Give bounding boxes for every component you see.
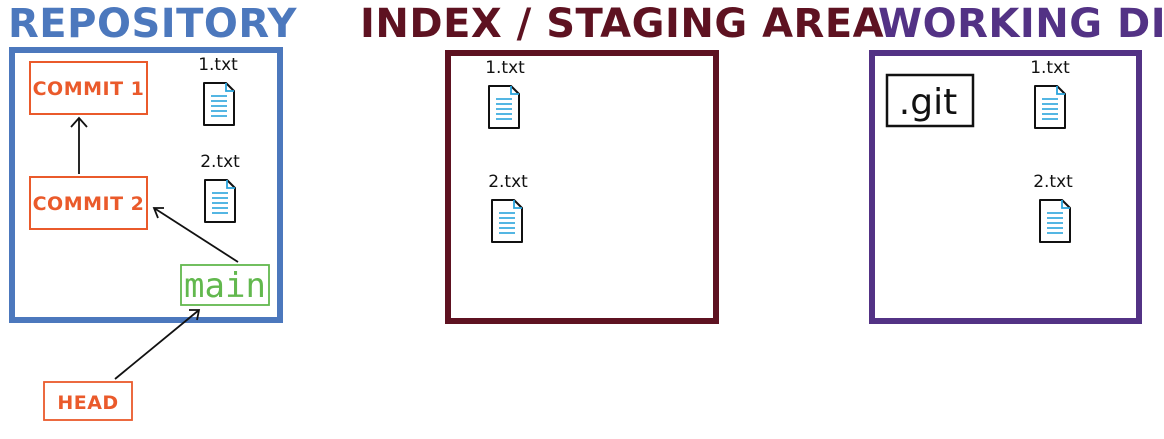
git-folder-label: .git xyxy=(899,82,957,123)
commit-2-box xyxy=(29,176,148,230)
working-dir-file-1-icon xyxy=(1034,85,1066,129)
commit-2-label: COMMIT 2 xyxy=(33,193,145,215)
working-dir-file-2-label: 2.txt xyxy=(1033,172,1073,192)
head-label: HEAD xyxy=(57,392,118,414)
main-branch-box xyxy=(180,264,270,306)
head-box xyxy=(43,381,133,421)
working-dir-box xyxy=(869,50,1142,324)
working-dir-file-1-label: 1.txt xyxy=(1030,58,1070,78)
commit-1-box xyxy=(29,61,148,115)
index-box xyxy=(445,50,719,324)
main-branch-label: main xyxy=(184,266,266,306)
main-to-commit-2-arrow xyxy=(152,207,239,263)
git-folder-box xyxy=(885,73,975,128)
index-file-1-icon xyxy=(488,85,520,129)
repository-title: REPOSITORY xyxy=(8,1,298,47)
index-file-2-icon xyxy=(491,199,523,243)
working-dir-file-2-icon xyxy=(1039,199,1071,243)
repository-file-2-label: 2.txt xyxy=(200,152,240,172)
repository-box xyxy=(9,47,283,323)
commit-2-to-commit-1-arrow xyxy=(70,116,88,174)
commit-1-label: COMMIT 1 xyxy=(33,78,145,100)
index-title: INDEX / STAGING AREA xyxy=(360,1,884,47)
repository-file-1-label: 1.txt xyxy=(198,55,238,75)
repository-file-2-icon xyxy=(204,179,236,223)
head-to-main-arrow xyxy=(114,309,201,380)
index-file-2-label: 2.txt xyxy=(488,172,528,192)
working-dir-title: WORKING DIR xyxy=(878,1,1164,47)
index-file-1-label: 1.txt xyxy=(485,58,525,78)
repository-file-1-icon xyxy=(203,82,235,126)
